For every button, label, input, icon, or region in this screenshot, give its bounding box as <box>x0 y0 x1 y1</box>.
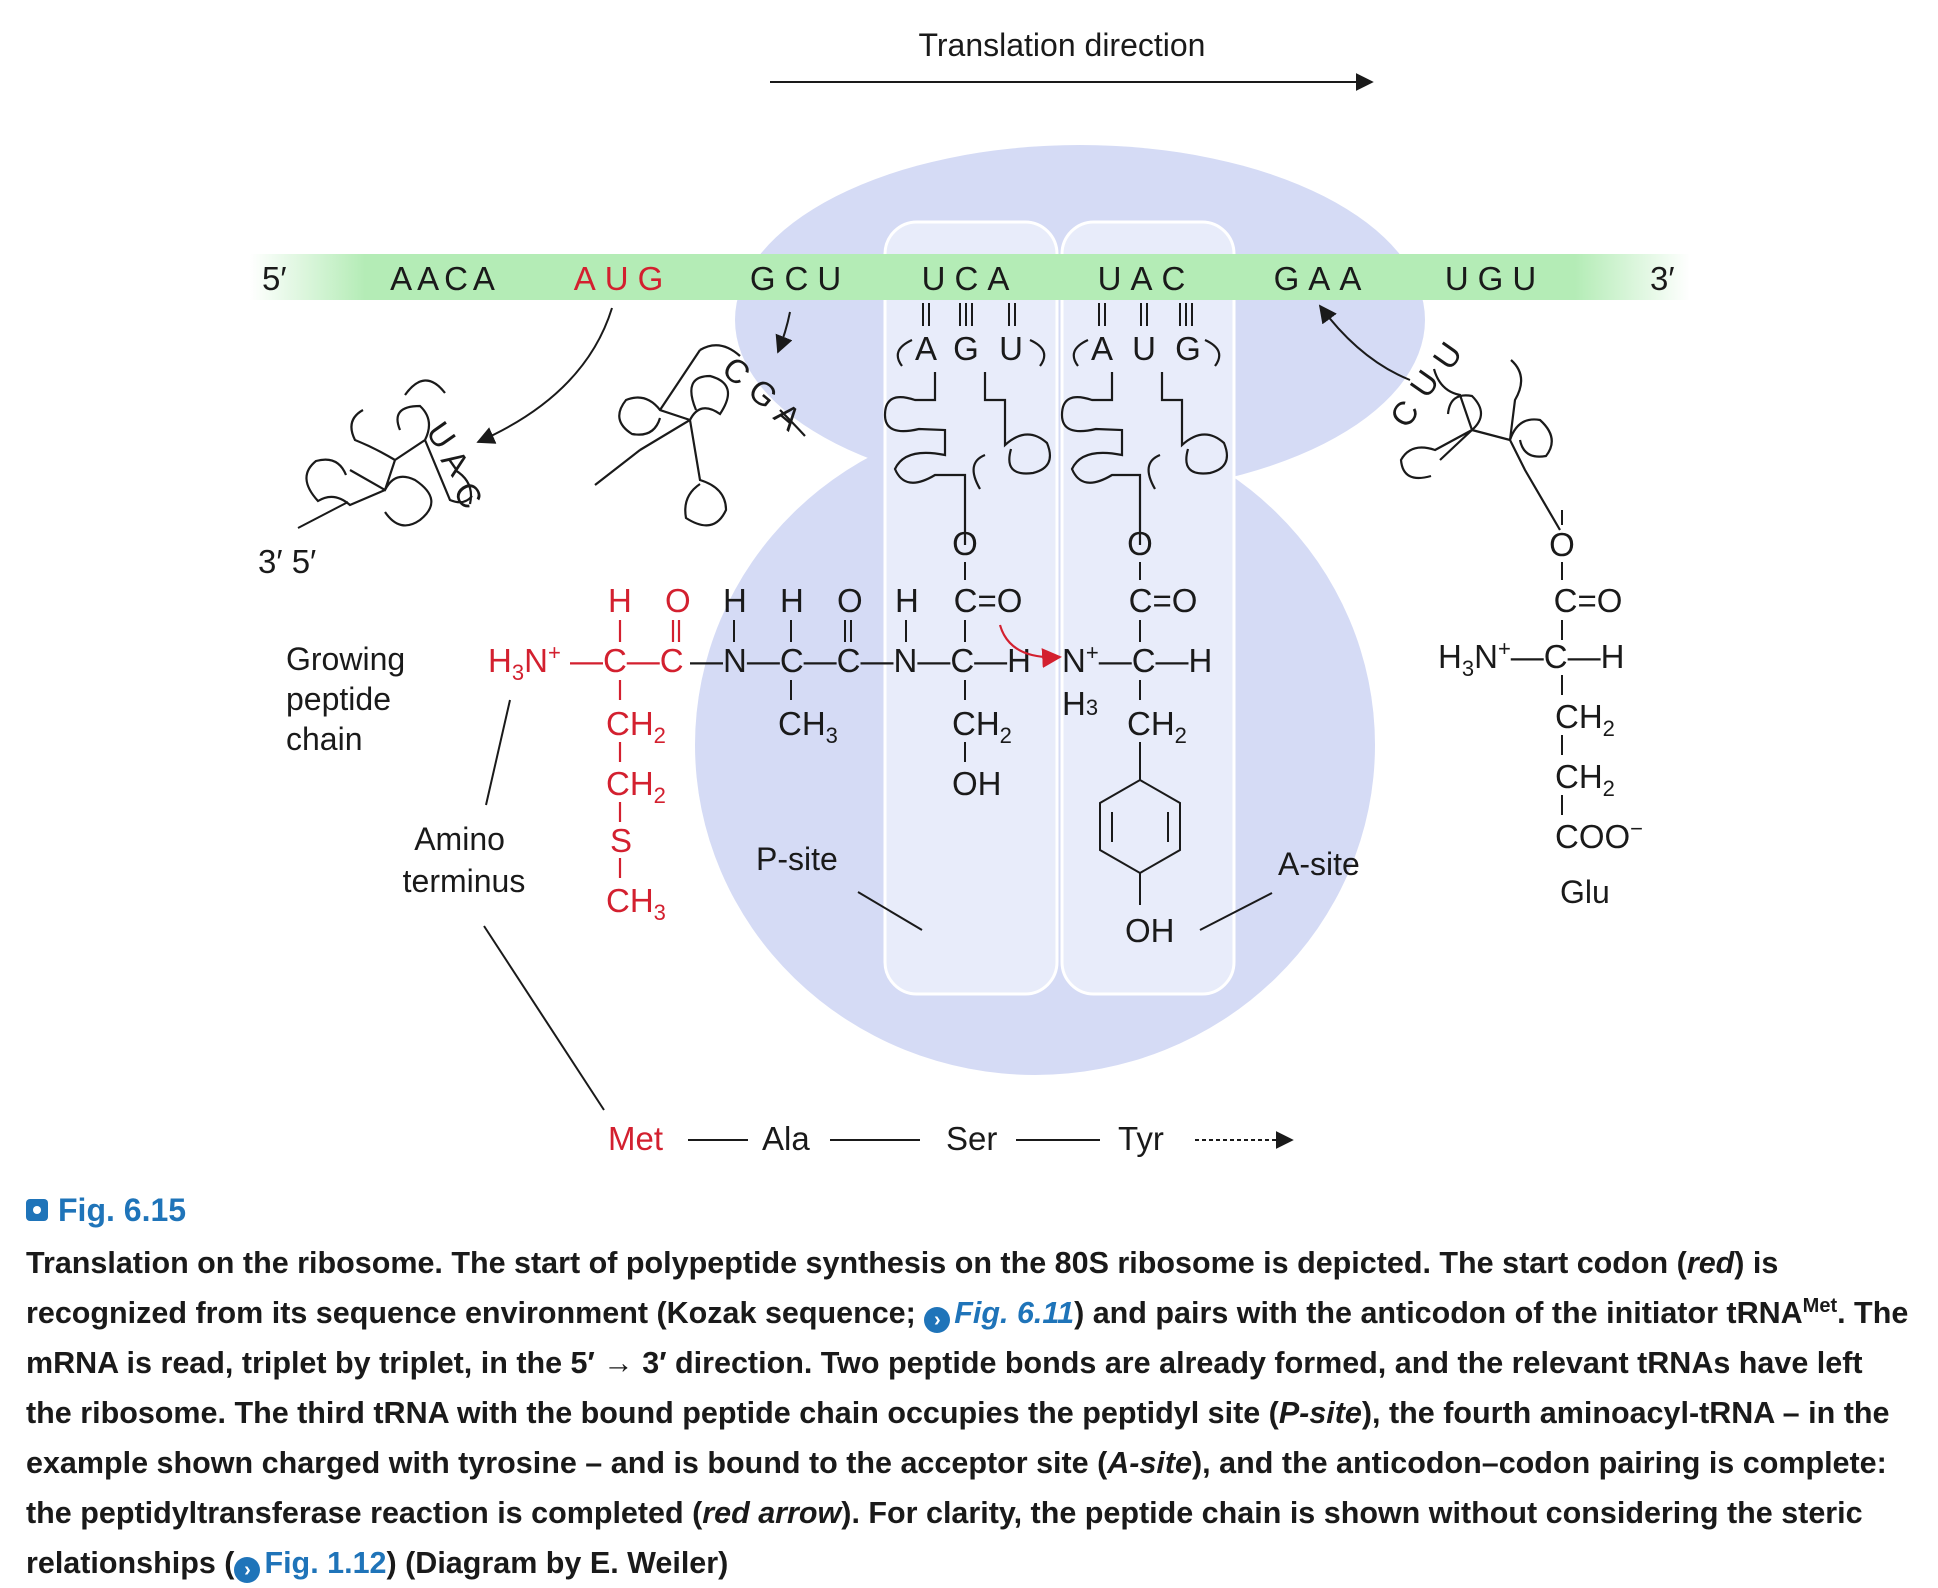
trna-ends-label: 3′ 5′ <box>258 543 316 580</box>
codon: UCA <box>922 260 1019 297</box>
codon: GCU <box>750 260 850 297</box>
svg-text:O: O <box>665 582 691 619</box>
growing-peptide-chain-label: Growing peptide chain <box>286 641 414 757</box>
amino-acid-ser: Ser <box>946 1120 997 1157</box>
svg-text:N+—C—H: N+—C—H <box>1062 640 1212 679</box>
svg-text:O: O <box>1549 526 1575 563</box>
anticodon-base: U <box>999 330 1023 367</box>
chevron-right-icon: › <box>924 1307 951 1333</box>
a-site-pointer <box>1199 892 1273 931</box>
figure-caption: Fig. 6.15 Translation on the ribosome. T… <box>26 1188 1916 1588</box>
svg-text:H: H <box>895 582 919 619</box>
caption-text: Translation on the ribosome. The start o… <box>26 1246 1909 1583</box>
anticodon-base: A <box>1091 330 1113 367</box>
incoming-arrow <box>1318 304 1411 381</box>
anticodon-base: U <box>1425 335 1469 376</box>
translation-diagram: Translation direction 5′ 3′ AACA AUG GCU… <box>250 27 1690 1157</box>
incoming-glu-trna: C U U O C=O H3N+—C—H CH2 CH2 COO− Glu <box>1318 304 1643 910</box>
svg-text:H: H <box>780 582 804 619</box>
codon: GAA <box>1274 260 1371 297</box>
anticodon-base: A <box>915 330 937 367</box>
svg-text:H3N+ —C—C: H3N+ —C—C <box>488 640 684 685</box>
mrna-strand <box>250 254 1690 300</box>
svg-text:CH3: CH3 <box>606 882 666 925</box>
svg-text:OH: OH <box>1125 912 1175 949</box>
figure-label: Fig. 6.15 <box>26 1188 1916 1232</box>
departed-initiator-trna: U A C 3′ 5′ <box>258 379 490 580</box>
amino-acid-met: Met <box>608 1120 663 1157</box>
amino-acid-tyr: Tyr <box>1118 1120 1164 1157</box>
svg-text:H3N+—C—H: H3N+—C—H <box>1438 636 1624 681</box>
start-codon: AUG <box>574 260 673 297</box>
svg-text:OH: OH <box>952 765 1002 802</box>
peptide-chain: H O H3N+ —C—C CH2 CH2 S CH3 H H O H —N—C… <box>488 582 1212 949</box>
p-site-pointer <box>857 891 923 931</box>
a-site-label: A-site <box>1278 846 1360 882</box>
a-site-trna: A U G O C=O <box>1060 330 1228 619</box>
p-site-base-pairs <box>922 303 1016 326</box>
amino-terminus-pointer <box>485 699 511 806</box>
svg-text:C=O: C=O <box>954 582 1023 619</box>
codon: UGU <box>1445 260 1545 297</box>
svg-text:CH2: CH2 <box>606 765 666 808</box>
a-site-base-pairs <box>1098 303 1193 326</box>
svg-text:S: S <box>610 822 632 859</box>
release-arrow-1 <box>476 307 613 444</box>
fig-1-12-link[interactable]: ›Fig. 1.12 <box>234 1546 387 1583</box>
svg-text:H: H <box>608 582 632 619</box>
mrna-5-prime: 5′ <box>262 260 287 297</box>
svg-text:O: O <box>1127 525 1153 562</box>
mrna-3-prime: 3′ <box>1650 260 1675 297</box>
p-site-box <box>883 220 1059 996</box>
figure-icon <box>26 1199 48 1221</box>
svg-text:H: H <box>723 582 747 619</box>
svg-text:O: O <box>837 582 863 619</box>
svg-text:C=O: C=O <box>1129 582 1198 619</box>
figure-number: Fig. 6.15 <box>58 1191 187 1228</box>
translation-direction-label: Translation direction <box>919 27 1206 63</box>
anticodon-base: C <box>446 475 490 516</box>
anticodon-base: C <box>1382 393 1426 434</box>
svg-text:O: O <box>952 525 978 562</box>
release-arrow-2 <box>775 311 793 354</box>
anticodon-base: G <box>1175 330 1201 367</box>
p-site-trna: A G U O C=O <box>883 330 1051 619</box>
amino-acid-ala: Ala <box>762 1120 810 1157</box>
svg-text:CH2: CH2 <box>1555 758 1615 801</box>
svg-text:C=O: C=O <box>1554 582 1623 619</box>
codon: UAC <box>1098 260 1195 297</box>
p-site-label: P-site <box>756 841 838 877</box>
anticodon-base: U <box>1132 330 1156 367</box>
glu-label: Glu <box>1560 874 1610 910</box>
chevron-right-icon: › <box>234 1557 261 1583</box>
svg-text:COO−: COO− <box>1555 816 1643 855</box>
amino-terminus-label: Amino terminus <box>403 821 526 899</box>
svg-text:CH2: CH2 <box>606 705 666 748</box>
codon: AACA <box>390 260 500 297</box>
svg-text:CH2: CH2 <box>1555 698 1615 741</box>
anticodon-base: G <box>953 330 979 367</box>
peptidyltransferase-arrow[interactable] <box>998 624 1062 668</box>
fig-6-11-link[interactable]: ›Fig. 6.11 <box>924 1296 1074 1333</box>
svg-text:—N—C—C—N—C—H: —N—C—C—N—C—H <box>690 642 1031 679</box>
met-pointer <box>483 925 605 1111</box>
